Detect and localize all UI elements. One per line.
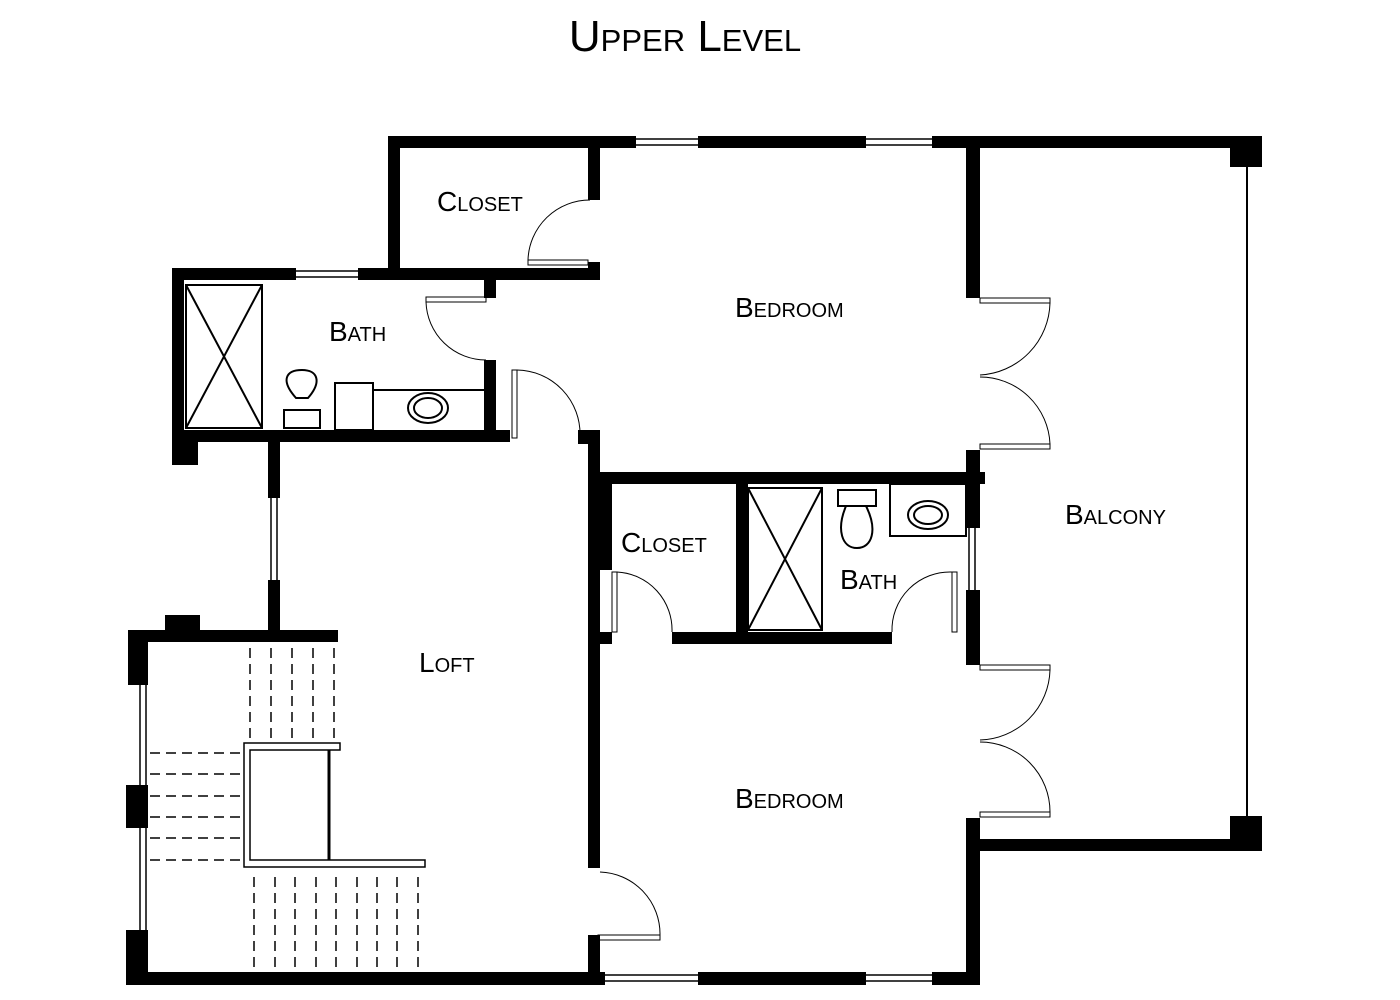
- walls: [126, 136, 1262, 985]
- plan-title: Upper Level: [568, 12, 802, 61]
- windows: [139, 138, 1248, 982]
- room-label-closet-mid: Closet: [621, 527, 707, 558]
- room-label-loft: Loft: [419, 647, 475, 678]
- room-label-balcony: Balcony: [1065, 499, 1166, 530]
- stairs: [150, 648, 426, 972]
- fixtures: [185, 284, 967, 631]
- room-label-bath-top: Bath: [329, 316, 387, 347]
- room-label-bedroom-bottom: Bedroom: [735, 783, 844, 814]
- room-label-bath-mid: Bath: [840, 564, 898, 595]
- doors: [425, 199, 1051, 941]
- room-label-bedroom-top: Bedroom: [735, 292, 844, 323]
- room-label-closet-top: Closet: [437, 186, 523, 217]
